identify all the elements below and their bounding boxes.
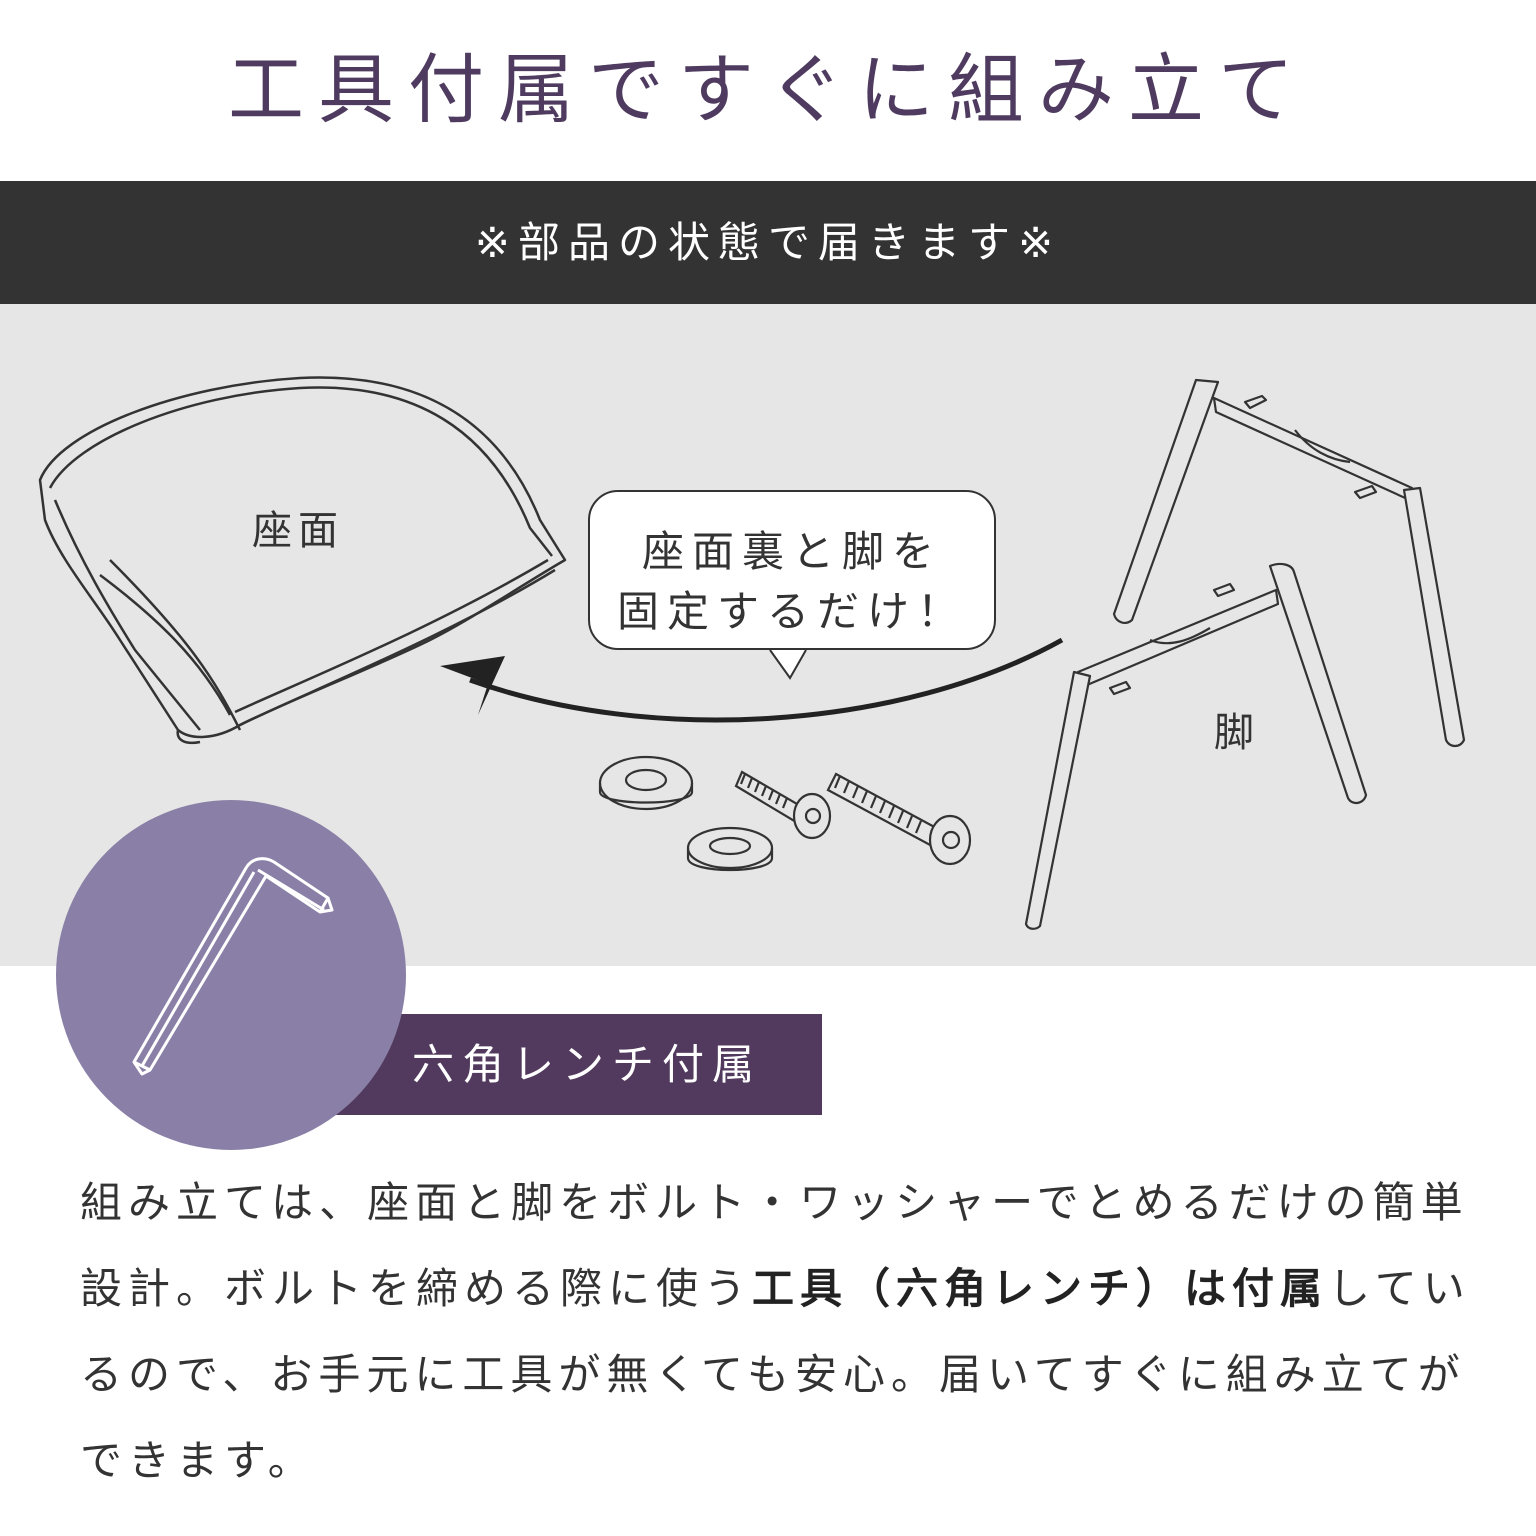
description-text: 組み立ては、座面と脚をボルト・ワッシャーでとめるだけの簡単設計。ボルトを締める際…: [80, 1160, 1480, 1504]
arrow-icon: [440, 637, 1064, 723]
seat-label: 座面: [252, 508, 344, 554]
description-part-2: しているので、お手元に工具が無くても安心。届いてすぐに組み立てができます。: [80, 1264, 1471, 1485]
legs-label: 脚: [1214, 710, 1260, 756]
bolt-icon: [734, 770, 832, 840]
tag-bar: [336, 1014, 822, 1115]
bubble-line-2: 固定するだけ！: [616, 587, 967, 636]
bubble-tail: [769, 649, 807, 680]
bubble-line-1: 座面裏と脚を: [641, 527, 942, 576]
leg-frame-illustration: [1024, 378, 1466, 930]
seat-illustration: [38, 376, 567, 745]
washer-icon: [598, 755, 694, 811]
assembly-illustration: [38, 376, 1466, 930]
spring-washer-icon: [686, 826, 774, 872]
description-bold: 工具（六角レンチ）は付属: [752, 1264, 1329, 1313]
tag-label: 六角レンチ付属: [412, 1040, 763, 1089]
notice-banner: ※部品の状態で届きます※: [0, 181, 1536, 304]
speech-bubble: 座面裏と脚を 固定するだけ！: [588, 490, 996, 650]
wrench-circle: [56, 800, 406, 1150]
description-part-1: 組み立ては、座面と脚をボルト・ワッシャーでとめるだけの簡単設計。ボルトを締める際…: [80, 1178, 1469, 1313]
notice-banner-text: ※部品の状態で届きます※: [474, 218, 1062, 267]
hex-wrench-icon: [132, 857, 334, 1076]
bolt-icon: [826, 772, 972, 866]
page-title: 工具付属ですぐに組み立て: [228, 45, 1308, 134]
